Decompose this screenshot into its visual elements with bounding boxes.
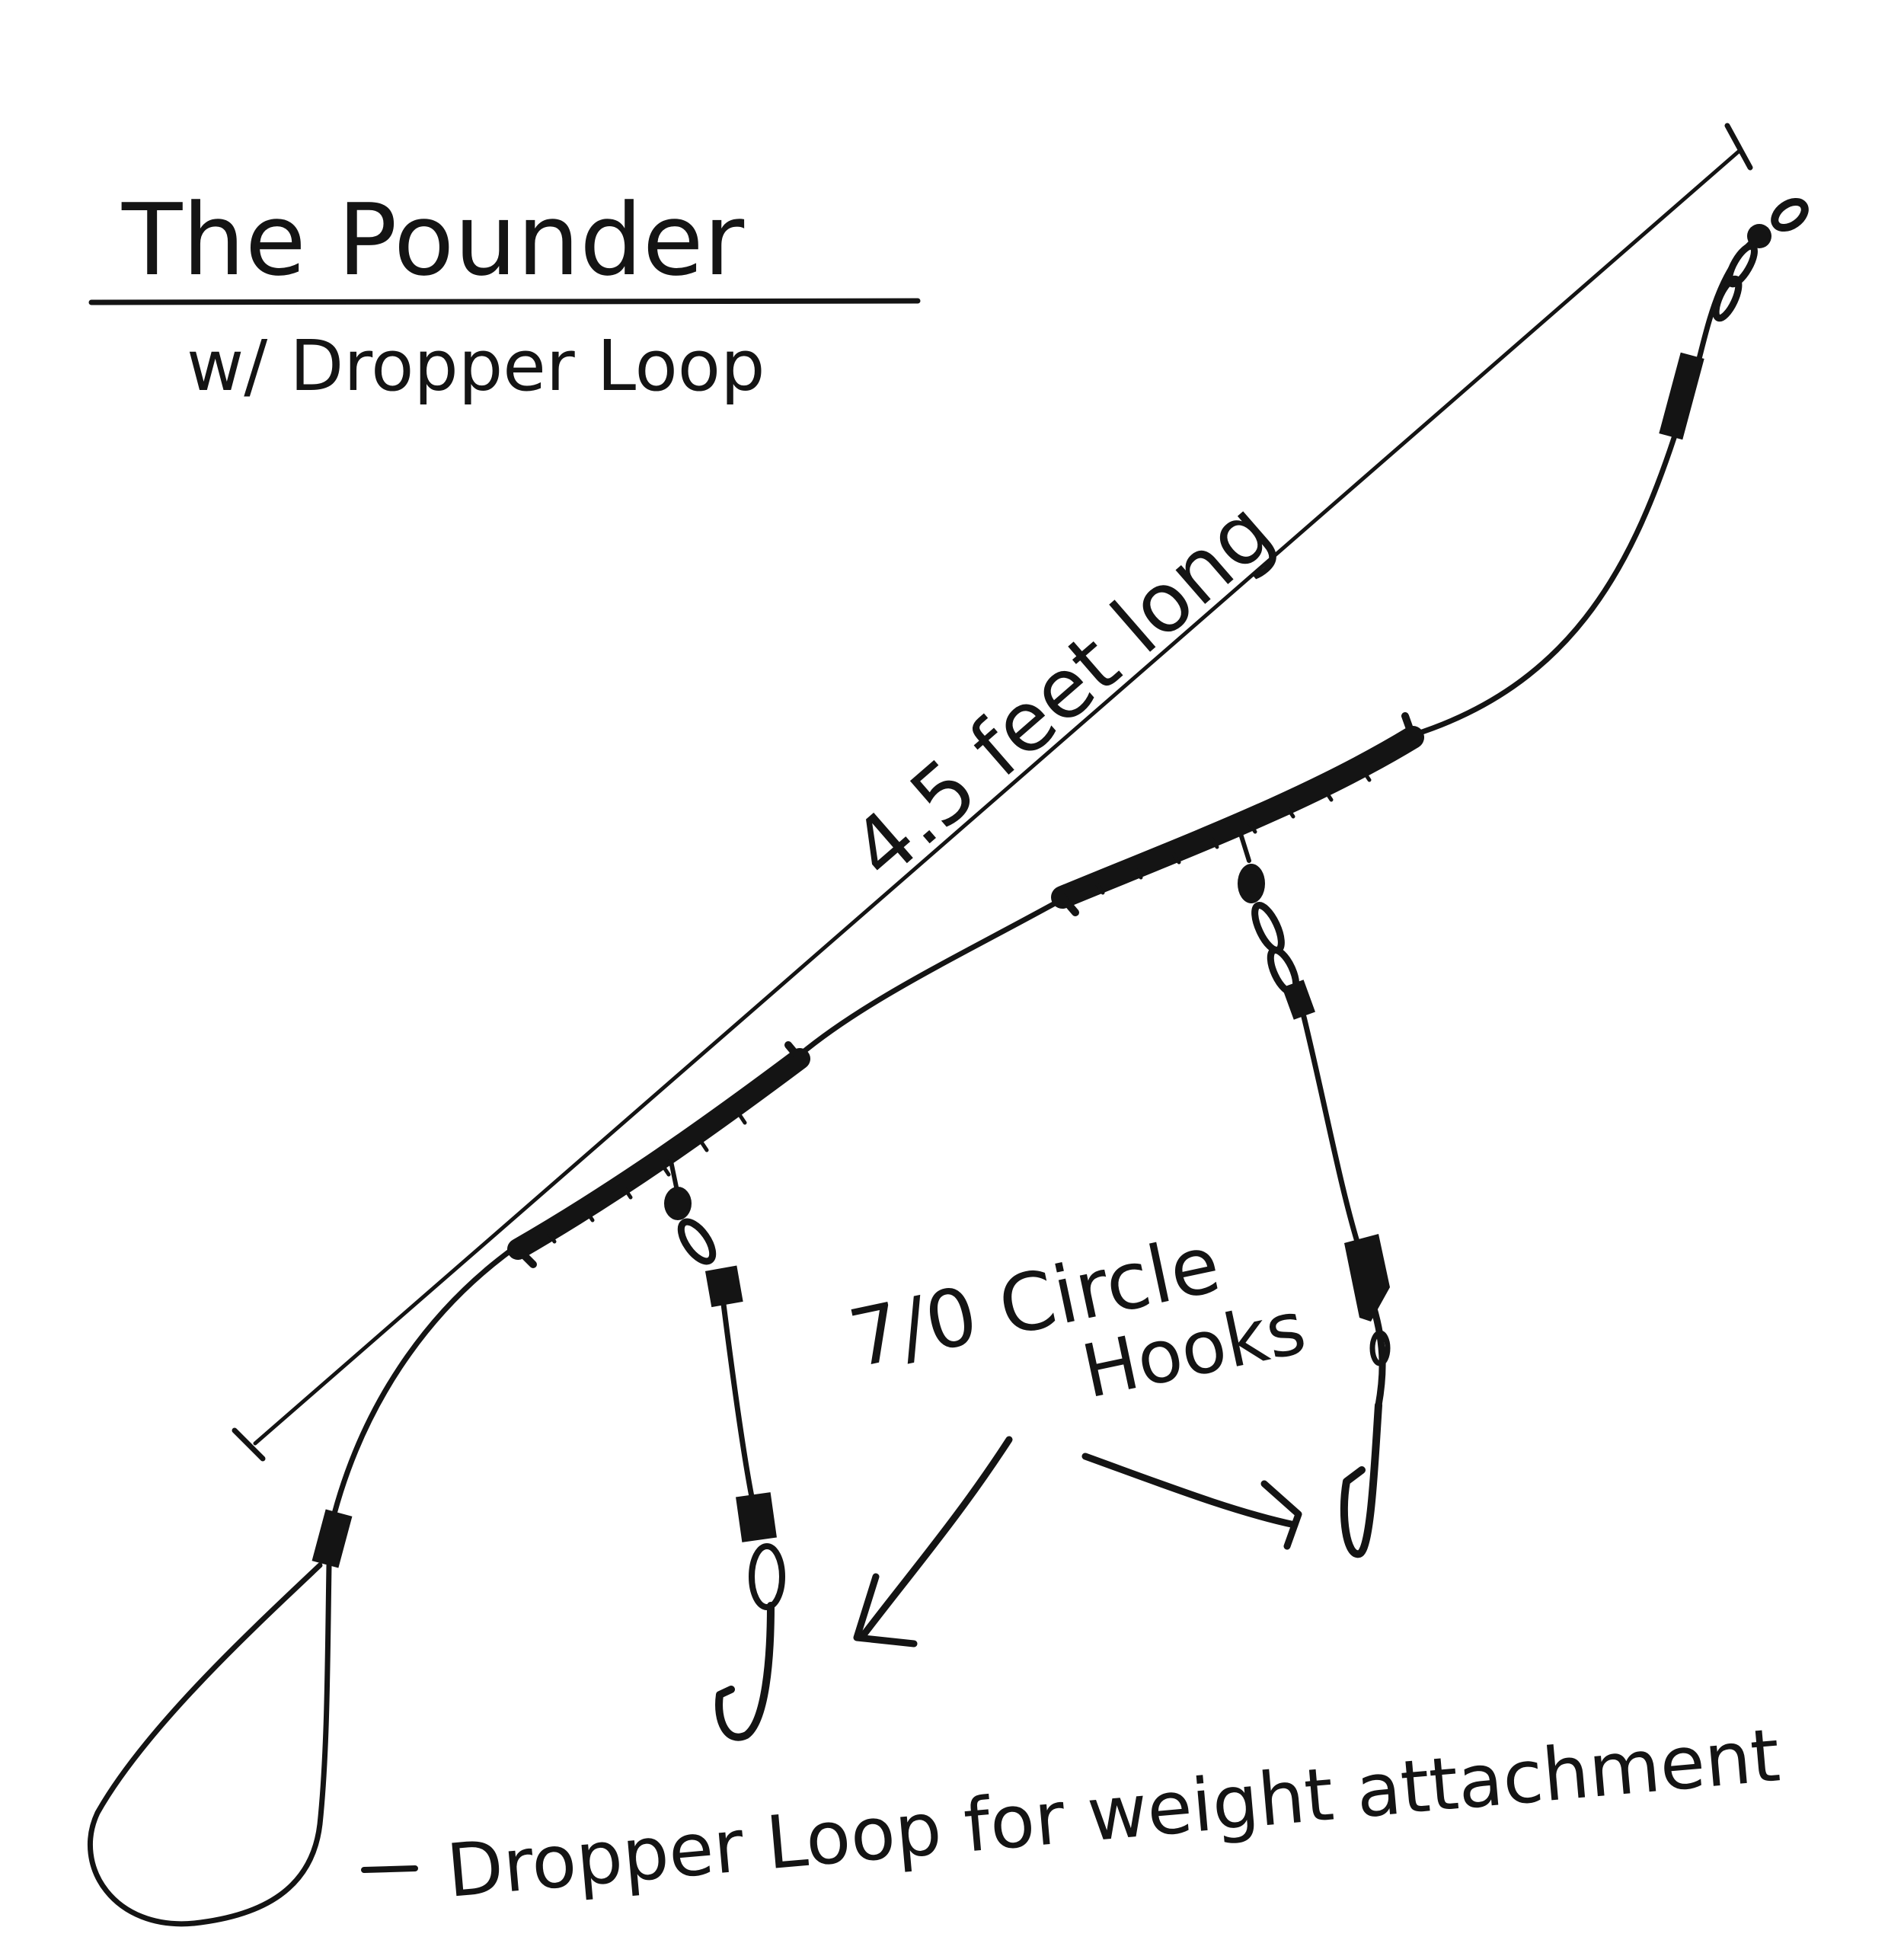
dropper-loop <box>88 1509 353 1927</box>
diagram-title: The Pounder <box>121 182 745 298</box>
right-circle-hook-icon <box>1340 1234 1391 1558</box>
dropper-label: Dropper Loop for weight attachment <box>443 1712 1783 1914</box>
top-crimp-sleeve-icon <box>1659 352 1704 440</box>
upper-wrap-section <box>1051 712 1424 916</box>
arrow-to-right-hook-icon <box>1081 1453 1302 1550</box>
right-hook-assembly <box>1235 822 1363 1252</box>
title-underline <box>88 298 921 305</box>
left-circle-hook-icon <box>715 1602 775 1741</box>
dropper-label-dash <box>361 1865 418 1873</box>
length-measure-line <box>232 123 1753 1462</box>
top-swivel-icon <box>1712 197 1809 322</box>
measure-end-cap-top <box>1724 123 1753 171</box>
measure-end-cap-bottom <box>232 1427 266 1462</box>
arrow-to-left-hook-icon <box>853 1436 1013 1648</box>
left-hook-assembly <box>664 1155 785 1610</box>
lower-wrap-section <box>507 1041 810 1268</box>
diagram-subtitle: w/ Dropper Loop <box>187 325 765 407</box>
